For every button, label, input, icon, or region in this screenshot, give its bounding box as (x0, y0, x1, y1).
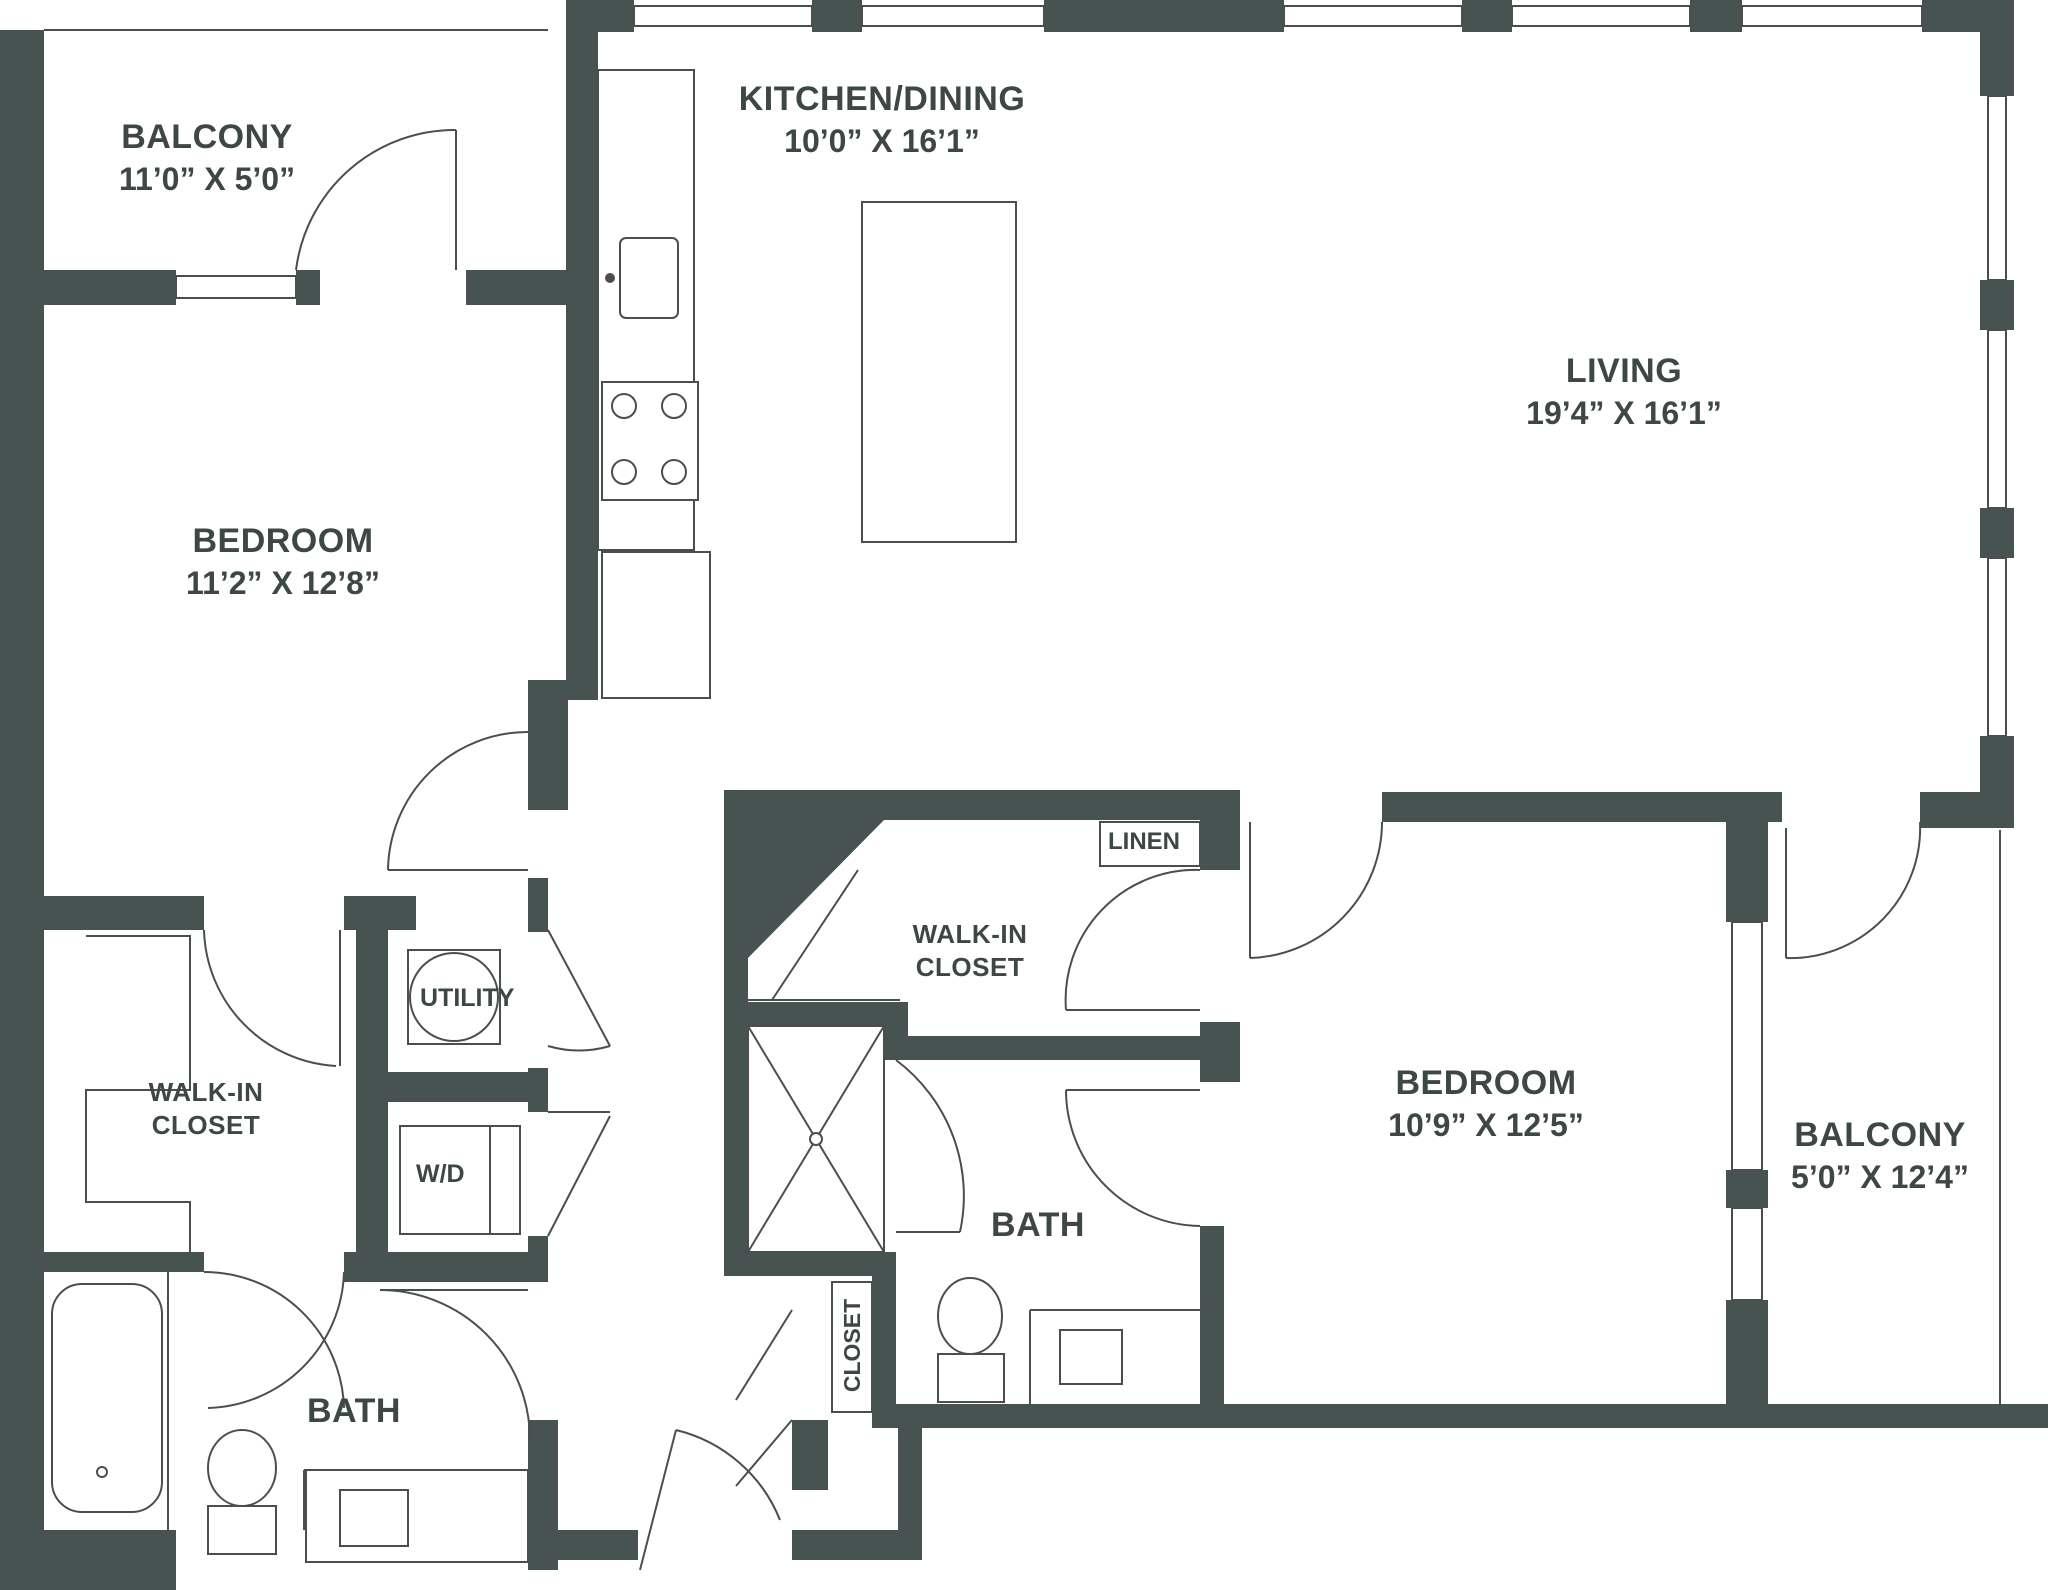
room-dims: 5’0” X 12’4” (1791, 1158, 1969, 1195)
linen-box (1099, 821, 1201, 867)
wall (528, 1530, 638, 1560)
windows (175, 5, 2007, 1301)
room-name: BALCONY (121, 118, 293, 156)
window (1741, 5, 1923, 27)
room-name: BATH (307, 1392, 401, 1430)
room-dims: 11’0” X 5’0” (118, 160, 296, 197)
bedroom-left-label: BEDROOM 11’2” X 12’8” (186, 520, 380, 603)
room-name: LIVING (1565, 352, 1683, 390)
doors (203, 128, 1922, 1571)
wall (1690, 0, 1742, 32)
sink (619, 237, 679, 319)
wall (908, 1036, 1200, 1060)
wall (724, 1252, 896, 1276)
room-name-2: CLOSET (915, 951, 1025, 982)
wall (296, 270, 320, 305)
bedroom-right-label: BEDROOM 10’9” X 12’5” (1388, 1062, 1584, 1145)
wall (1922, 0, 1980, 32)
wall (872, 1404, 2048, 1428)
balcony-left-label: BALCONY 11’0” X 5’0” (119, 116, 295, 199)
walkin-left-label: WALK-IN CLOSET (149, 1076, 264, 1141)
wall (44, 896, 204, 930)
wall (724, 790, 1240, 1272)
tub (51, 1283, 163, 1513)
island (861, 201, 1017, 543)
wall (884, 1002, 908, 1060)
wall (1462, 0, 1512, 32)
wall (344, 1252, 548, 1282)
wall (566, 0, 598, 700)
toilet-right (937, 1277, 1003, 1355)
window (1731, 921, 1763, 1171)
wall (1044, 0, 1284, 32)
utility-label: UTILITY (420, 984, 515, 1012)
room-name: WALK-IN (148, 1077, 264, 1107)
linen-label: LINEN (1108, 828, 1180, 855)
wd-label: W/D (416, 1160, 465, 1188)
kitchen-dining-label: KITCHEN/DINING 10’0” X 16’1” (739, 78, 1026, 161)
wall (1980, 280, 2014, 330)
window (1283, 5, 1463, 27)
wall (44, 270, 176, 305)
walkin-right-label: WALK-IN CLOSET (913, 918, 1028, 983)
wall (388, 1072, 548, 1102)
wall (1920, 792, 2014, 828)
toilet-left (207, 1429, 277, 1507)
partition-lines (44, 29, 2001, 1530)
wall (792, 1420, 828, 1490)
room-dims: 19’4” X 16’1” (1526, 394, 1722, 431)
wall (44, 1252, 204, 1272)
wall (1382, 792, 1782, 822)
wall (748, 1002, 904, 1026)
wall (898, 1404, 922, 1554)
window (861, 5, 1045, 27)
kitchen-fixtures (597, 69, 1017, 699)
closet-label: CLOSET (839, 1298, 866, 1393)
wall (528, 680, 568, 810)
wall (1200, 1226, 1224, 1412)
balcony-right-label: BALCONY 5’0” X 12’4” (1791, 1114, 1969, 1197)
closet-box (831, 1281, 873, 1413)
room-dims: 10’9” X 12’5” (1388, 1106, 1584, 1143)
window (1511, 5, 1691, 27)
wall (1200, 1022, 1240, 1082)
wall (812, 0, 862, 32)
wall (1726, 1300, 1768, 1412)
bath-right-label: BATH (991, 1204, 1085, 1247)
room-name: BALCONY (1794, 1116, 1966, 1154)
wall (1200, 790, 1240, 870)
room-dims: 11’2” X 12’8” (186, 564, 380, 601)
living-label: LIVING 19’4” X 16’1” (1526, 350, 1722, 433)
room-dims: 10’0” X 16’1” (784, 122, 980, 159)
room-name: KITCHEN/DINING (738, 80, 1026, 118)
wall (1980, 0, 2014, 96)
window (1987, 557, 2007, 737)
room-name-2: CLOSET (151, 1109, 261, 1140)
wall (0, 1530, 176, 1590)
wall (528, 878, 548, 932)
wall (1726, 1170, 1768, 1208)
wall (1980, 508, 2014, 558)
room-name: BEDROOM (192, 522, 374, 560)
room-name: BEDROOM (1395, 1064, 1577, 1102)
wall (528, 1068, 548, 1112)
wall (1726, 792, 1768, 922)
wall (872, 1252, 896, 1412)
bath-left-label: BATH (307, 1390, 401, 1433)
window (633, 5, 813, 27)
room-name: BATH (991, 1206, 1085, 1244)
window (1987, 95, 2007, 281)
window (175, 275, 297, 299)
wall (466, 270, 566, 305)
window (1987, 329, 2007, 509)
wall (566, 0, 634, 32)
wall (356, 896, 388, 1276)
bath-fixtures (51, 821, 1201, 1563)
wall (0, 30, 44, 1590)
room-name: WALK-IN (912, 919, 1028, 949)
window (1731, 1207, 1763, 1301)
fridge (601, 551, 711, 699)
